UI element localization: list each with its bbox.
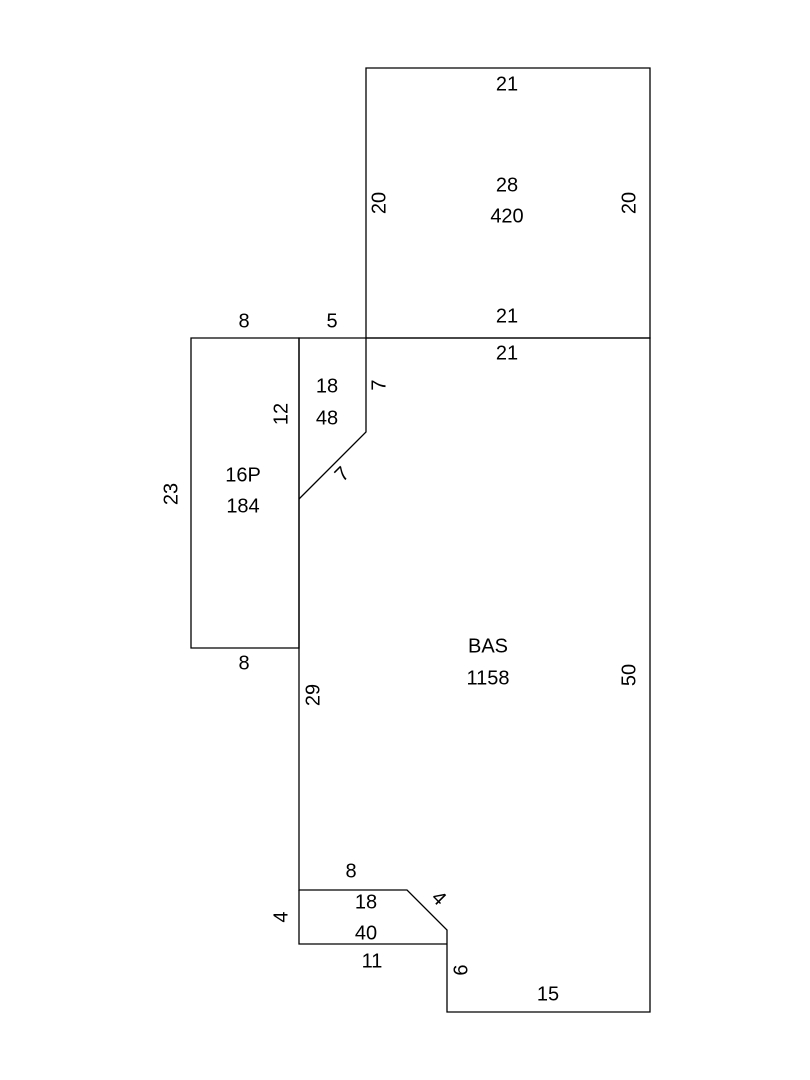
dim-small-lower-diagonal: 4 <box>427 887 450 910</box>
dim-small-lower-left: 4 <box>270 911 292 922</box>
porch-outline <box>190 337 300 649</box>
top-room-label: 28 <box>496 174 518 196</box>
dim-porch-left: 23 <box>160 483 182 505</box>
dim-small-upper-right: 7 <box>368 379 390 390</box>
dim-small-upper-top: 5 <box>326 310 337 332</box>
small-lower-outline <box>298 890 447 945</box>
small-lower-label: 18 <box>355 891 377 913</box>
top-room-area: 420 <box>490 205 523 227</box>
porch-area: 184 <box>226 495 259 517</box>
dim-small-lower-top: 8 <box>345 860 356 882</box>
floor-plan-outline <box>190 67 651 1013</box>
small-upper-label: 18 <box>316 375 338 397</box>
dim-porch-bottom: 8 <box>238 652 249 674</box>
dim-top-room-top: 21 <box>496 73 518 95</box>
dim-top-room-left: 20 <box>368 192 390 214</box>
dim-bas-top: 21 <box>496 342 518 364</box>
small-lower-area: 40 <box>355 922 377 944</box>
dim-bas-right: 50 <box>618 664 640 686</box>
top-room-outline <box>365 67 651 339</box>
bas-area: 1158 <box>466 667 509 689</box>
small-upper-outline <box>298 338 367 500</box>
bas-label: BAS <box>468 635 508 657</box>
dimension-labels: 21 20 20 21 21 8 5 23 8 12 7 7 29 50 8 4… <box>160 73 640 1005</box>
main-area-outline <box>298 337 651 1013</box>
dim-porch-top: 8 <box>238 310 249 332</box>
dim-bas-left: 29 <box>302 684 324 706</box>
dim-step-vertical: 6 <box>450 964 472 975</box>
porch-label: 16P <box>225 464 261 486</box>
dim-small-upper-left: 12 <box>270 403 292 425</box>
dim-small-upper-diagonal: 7 <box>331 463 354 486</box>
dim-top-room-right: 20 <box>618 192 640 214</box>
small-upper-area: 48 <box>316 407 338 429</box>
dim-small-lower-bottom: 11 <box>362 950 383 972</box>
dim-top-room-bottom: 21 <box>496 305 518 327</box>
dim-bas-bottom: 15 <box>537 983 559 1005</box>
area-labels: 28 420 16P 184 18 48 BAS 1158 18 40 <box>225 174 523 944</box>
